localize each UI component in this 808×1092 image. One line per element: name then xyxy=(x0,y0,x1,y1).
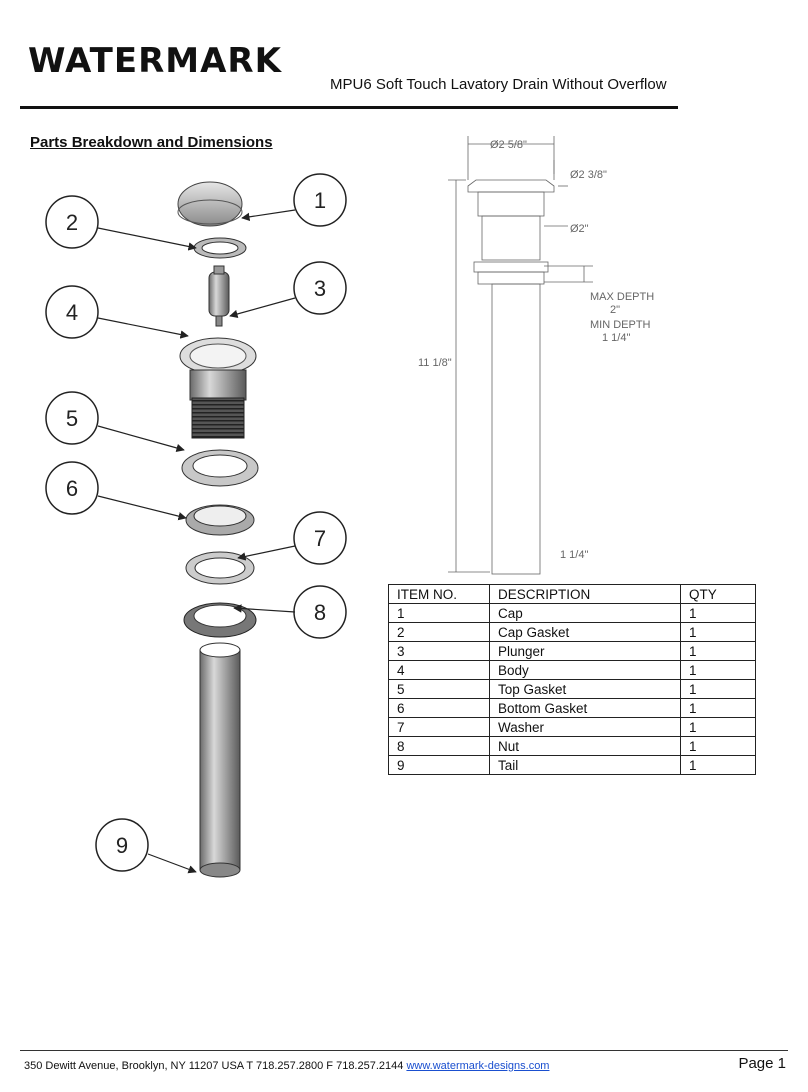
dim-cap-diameter: Ø2 5/8" xyxy=(490,139,527,151)
dim-max-depth-label: MAX DEPTH xyxy=(590,291,654,303)
svg-text:7: 7 xyxy=(314,526,326,551)
dim-body-diameter: Ø2" xyxy=(570,223,589,235)
part-tail xyxy=(199,642,241,878)
watermark-logo: WATERMARK xyxy=(28,41,283,81)
dim-min-depth-value: 1 1/4" xyxy=(602,332,630,344)
svg-text:9: 9 xyxy=(116,833,128,858)
callout-9: 9 xyxy=(95,818,197,874)
part-body xyxy=(179,337,257,439)
dimension-drawing: Ø2 5/8" Ø2 3/8" Ø2" MAX DEPTH 2" MIN DEP… xyxy=(418,136,654,575)
callout-5: 5 xyxy=(45,391,185,453)
part-plunger xyxy=(208,265,230,327)
page-number: Page 1 xyxy=(738,1055,786,1072)
header-qty: QTY xyxy=(680,584,756,604)
header-description: DESCRIPTION xyxy=(489,584,681,604)
address-text: 350 Dewitt Avenue, Brooklyn, NY 11207 US… xyxy=(24,1060,404,1072)
dim-max-depth-value: 2" xyxy=(610,304,620,316)
dim-flange-diameter: Ø2 3/8" xyxy=(570,169,607,181)
callout-3: 3 xyxy=(229,261,347,319)
exploded-parts-diagram: 1 2 3 4 5 6 7 8 9 xyxy=(45,173,347,878)
logo-text: WATERMARK xyxy=(28,41,283,81)
part-washer xyxy=(185,551,255,585)
part-nut xyxy=(183,602,257,638)
svg-text:3: 3 xyxy=(314,276,326,301)
header-divider xyxy=(20,106,678,109)
part-top-gasket xyxy=(181,449,259,487)
part-bottom-gasket xyxy=(185,504,255,536)
footer-address: 350 Dewitt Avenue, Brooklyn, NY 11207 US… xyxy=(24,1060,549,1072)
footer-divider xyxy=(20,1050,788,1051)
dim-min-depth-label: MIN DEPTH xyxy=(590,319,651,331)
section-title: Parts Breakdown and Dimensions xyxy=(30,134,273,151)
website-link[interactable]: www.watermark-designs.com xyxy=(406,1060,550,1072)
dim-overall-height: 11 1/8" xyxy=(418,357,452,369)
dim-tail-diameter: 1 1/4" xyxy=(560,549,588,561)
callout-1: 1 xyxy=(241,173,347,227)
table-header-row: ITEM NO. DESCRIPTION QTY xyxy=(388,584,756,604)
svg-text:6: 6 xyxy=(66,476,78,501)
svg-text:8: 8 xyxy=(314,600,326,625)
document-title: MPU6 Soft Touch Lavatory Drain Without O… xyxy=(330,76,667,93)
svg-text:5: 5 xyxy=(66,406,78,431)
header-item-no: ITEM NO. xyxy=(388,584,490,604)
callout-4: 4 xyxy=(45,285,189,339)
svg-text:1: 1 xyxy=(314,188,326,213)
callout-6: 6 xyxy=(45,461,187,521)
part-cap xyxy=(177,181,243,227)
callout-8: 8 xyxy=(233,585,347,639)
callout-7: 7 xyxy=(237,511,347,565)
callout-2: 2 xyxy=(45,195,197,251)
part-cap-gasket xyxy=(193,237,247,259)
svg-text:2: 2 xyxy=(66,210,78,235)
svg-text:4: 4 xyxy=(66,300,78,325)
